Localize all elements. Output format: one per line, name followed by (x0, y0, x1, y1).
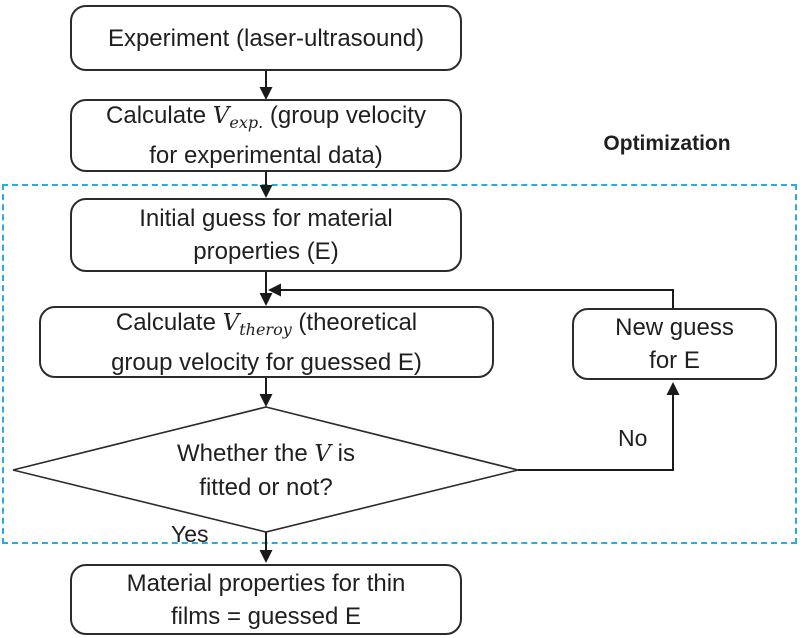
arrowhead-down-icon (259, 550, 273, 563)
no-label: No (618, 425, 648, 451)
math-subscript-exp: exp. (229, 113, 264, 132)
node-text-line: films = guessed E (170, 602, 362, 630)
optimization-region-border (2, 184, 797, 544)
arrowhead-down-icon (259, 185, 273, 198)
node-experiment: Experiment (laser-ultrasound) (70, 5, 462, 71)
arrowhead-down-icon (259, 293, 273, 306)
math-var-v: V (222, 309, 240, 336)
decision-text: Whether the V is fitted or not? (96, 437, 436, 504)
node-text-line: Initial guess for material (139, 205, 393, 232)
node-text-line: Calculate Vexp. (group velocity (106, 102, 426, 132)
arrowhead-down-icon (259, 394, 273, 407)
node-text-line: for E (649, 347, 700, 374)
line-decision-to-newguess (518, 395, 674, 471)
math-var-v: V (212, 103, 230, 129)
optimization-label: Optimization (603, 132, 731, 155)
node-text-line: properties (E) (193, 238, 339, 265)
node-text-line: Whether the V is (176, 440, 356, 467)
node-text-line: New guess (615, 314, 734, 341)
node-calc-vexp: Calculate Vexp. (group velocity for expe… (70, 99, 462, 172)
node-text-line: Calculate Vtheroy (theoretical (115, 308, 418, 339)
decision-diamond (12, 406, 519, 533)
node-material-props: Material properties for thin films = gue… (70, 564, 462, 635)
node-initial-guess: Initial guess for material properties (E… (70, 198, 462, 272)
math-var-v: V (314, 441, 332, 467)
node-text-line: Material properties for thin (126, 569, 406, 597)
arrowhead-left-icon (268, 283, 281, 297)
node-text-line: Experiment (laser-ultrasound) (107, 24, 425, 52)
node-text-line: for experimental data) (149, 142, 383, 169)
node-new-guess: New guess for E (572, 308, 777, 380)
node-text-line: group velocity for guessed E) (111, 348, 422, 376)
node-text-line: fitted or not? (199, 474, 333, 501)
math-subscript-theroy: theroy (239, 319, 292, 339)
arrowhead-up-icon (666, 382, 680, 395)
arrowhead-down-icon (259, 87, 273, 100)
yes-label: Yes (171, 521, 209, 547)
feedback-line-newguess-to-mainflow (281, 289, 674, 308)
node-calc-vtheory: Calculate Vtheroy (theoretical group vel… (39, 306, 494, 378)
